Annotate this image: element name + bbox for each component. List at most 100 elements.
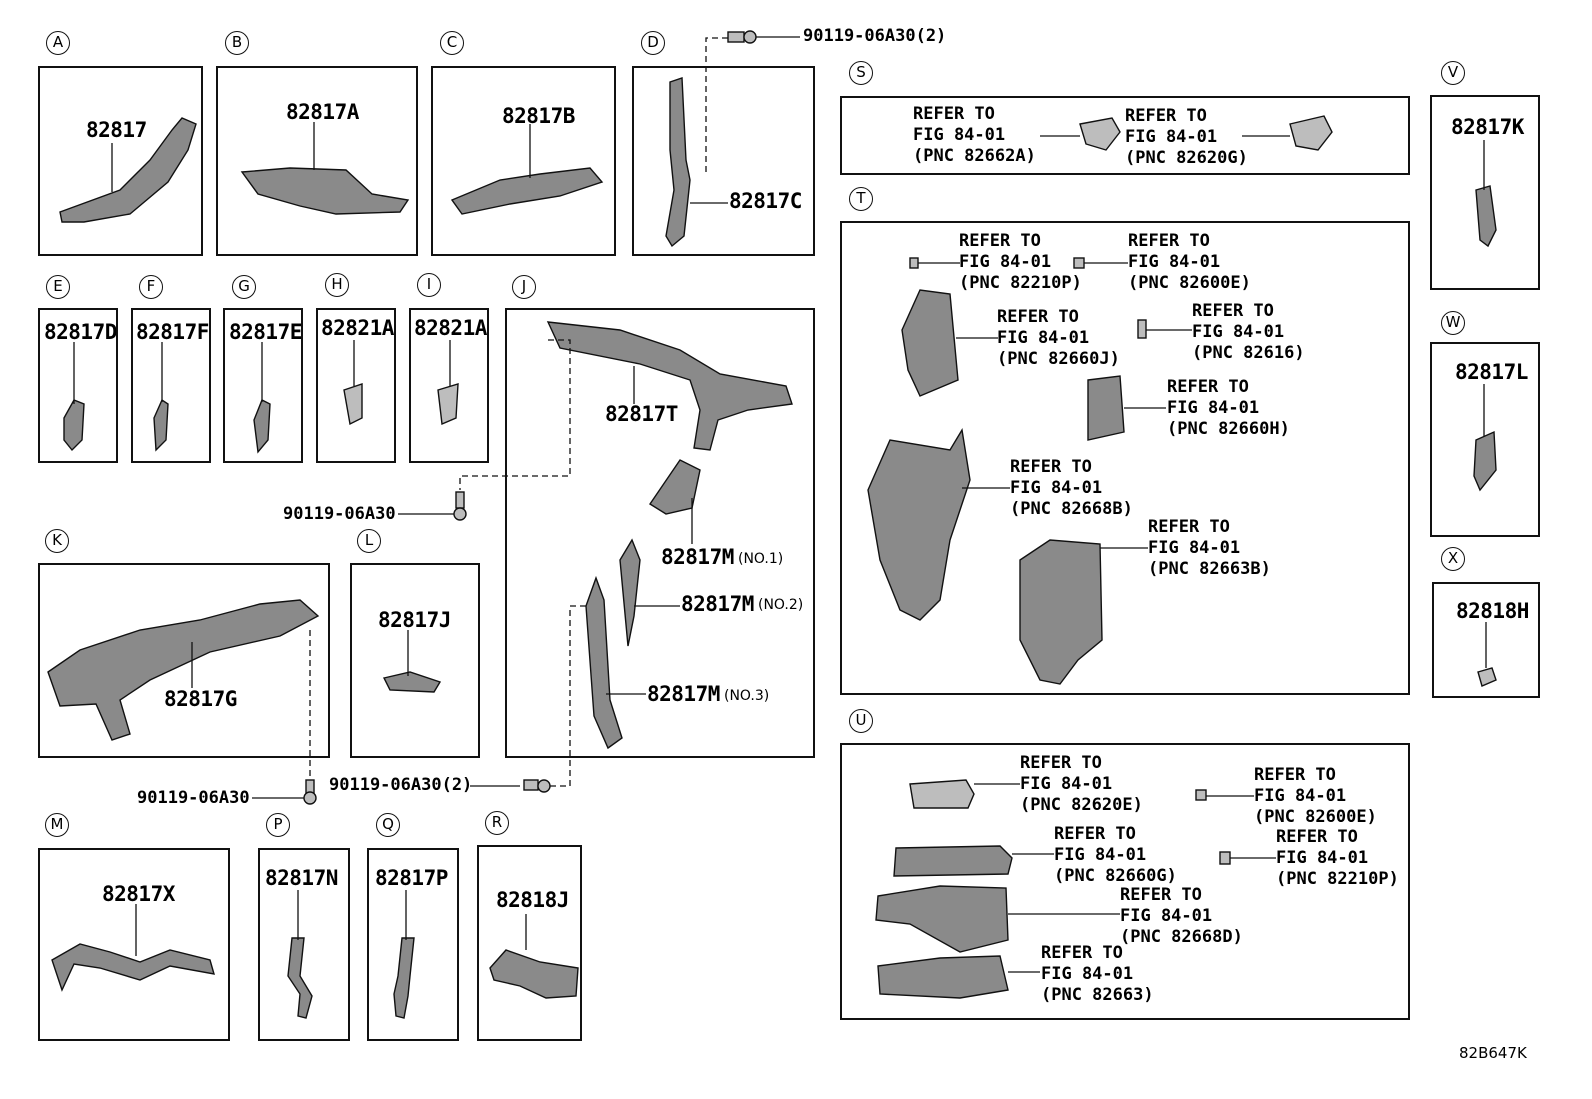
diagram-id: 82B647K xyxy=(1459,1044,1527,1062)
ref-t-82668B: REFER TO FIG 84-01 (PNC 82668B) xyxy=(1010,457,1133,519)
section-T-badge: T xyxy=(849,187,873,211)
section-B-frame xyxy=(216,66,418,256)
section-D-badge: D xyxy=(641,31,665,55)
section-S-badge: S xyxy=(849,61,873,85)
section-T-frame xyxy=(840,221,1410,695)
part-number-82817: 82817 xyxy=(86,118,147,142)
part-number-82817K: 82817K xyxy=(1451,115,1524,139)
ref-t-82210P: REFER TO FIG 84-01 (PNC 82210P) xyxy=(959,231,1082,293)
section-J-frame xyxy=(505,308,815,758)
bolt-icon-top xyxy=(727,30,800,44)
part-number-82817J: 82817J xyxy=(378,608,451,632)
part-number-82817M-2: 82817M xyxy=(681,592,754,616)
part-number-82817B: 82817B xyxy=(502,104,575,128)
section-L-badge: L xyxy=(357,529,381,553)
ref-t-82600E: REFER TO FIG 84-01 (PNC 82600E) xyxy=(1128,231,1251,293)
section-E-frame xyxy=(38,308,118,463)
section-L-frame xyxy=(350,563,480,758)
section-J-badge: J xyxy=(512,275,536,299)
section-U-badge: U xyxy=(849,709,873,733)
part-number-82818H: 82818H xyxy=(1456,599,1529,623)
section-A-badge: A xyxy=(46,31,70,55)
bolt-label-j: 90119-06A30 xyxy=(283,504,396,524)
note-no2: (NO.2) xyxy=(758,597,804,613)
section-G-badge: G xyxy=(232,275,256,299)
bolt-icon-k xyxy=(252,779,317,805)
note-no3: (NO.3) xyxy=(724,688,770,704)
part-82817A-shape xyxy=(240,122,410,215)
section-X-frame xyxy=(1432,582,1540,698)
section-D-frame xyxy=(632,66,815,256)
part-82817-shape xyxy=(59,117,197,223)
section-B-badge: B xyxy=(225,31,249,55)
part-number-82817M-3: 82817M xyxy=(647,682,720,706)
bolt-icon-j-lower xyxy=(470,779,551,793)
ref-t-82616: REFER TO FIG 84-01 (PNC 82616) xyxy=(1192,301,1305,363)
section-A-frame xyxy=(38,66,203,256)
section-Q-badge: Q xyxy=(376,813,400,837)
section-W-badge: W xyxy=(1441,311,1465,335)
part-number-82821A-i: 82821A xyxy=(414,316,487,340)
ref-t-82660J: REFER TO FIG 84-01 (PNC 82660J) xyxy=(997,307,1120,369)
section-C-frame xyxy=(431,66,616,256)
ref-s-82620G: REFER TO FIG 84-01 (PNC 82620G) xyxy=(1125,106,1248,168)
section-V-frame xyxy=(1430,95,1540,290)
section-P-badge: P xyxy=(266,813,290,837)
section-I-badge: I xyxy=(417,273,441,297)
section-V-badge: V xyxy=(1441,61,1465,85)
ref-t-82663B: REFER TO FIG 84-01 (PNC 82663B) xyxy=(1148,517,1271,579)
part-82817C-shape xyxy=(665,37,728,248)
section-M-badge: M xyxy=(45,813,69,837)
ref-u-82600E: REFER TO FIG 84-01 (PNC 82600E) xyxy=(1254,765,1377,827)
section-R-badge: R xyxy=(485,811,509,835)
note-no1: (NO.1) xyxy=(738,551,784,567)
part-number-82817C: 82817C xyxy=(729,189,802,213)
part-number-82817F: 82817F xyxy=(136,320,209,344)
part-number-82817X: 82817X xyxy=(102,882,175,906)
part-number-82818J: 82818J xyxy=(496,888,569,912)
section-U-frame xyxy=(840,743,1410,1020)
part-number-82817G: 82817G xyxy=(164,687,237,711)
bolt-label-top: 90119-06A30(2) xyxy=(803,26,947,46)
ref-u-82660G: REFER TO FIG 84-01 (PNC 82660G) xyxy=(1054,824,1177,886)
section-W-frame xyxy=(1430,342,1540,537)
part-number-82817P: 82817P xyxy=(375,866,448,890)
section-K-badge: K xyxy=(45,529,69,553)
section-G-frame xyxy=(223,308,303,463)
section-F-badge: F xyxy=(139,275,163,299)
section-H-badge: H xyxy=(325,273,349,297)
ref-s-82662A: REFER TO FIG 84-01 (PNC 82662A) xyxy=(913,104,1036,166)
part-number-82817L: 82817L xyxy=(1455,360,1528,384)
bolt-icon-j xyxy=(398,491,467,521)
section-C-badge: C xyxy=(440,31,464,55)
part-82817B-shape xyxy=(450,124,604,215)
part-number-82817M-1: 82817M xyxy=(661,545,734,569)
part-number-82817N: 82817N xyxy=(265,866,338,890)
ref-u-82668D: REFER TO FIG 84-01 (PNC 82668D) xyxy=(1120,885,1243,947)
section-X-badge: X xyxy=(1441,547,1465,571)
section-P-frame xyxy=(258,848,350,1041)
part-82817T-shape xyxy=(546,321,793,451)
ref-u-82210P: REFER TO FIG 84-01 (PNC 82210P) xyxy=(1276,827,1399,889)
section-S-frame xyxy=(840,96,1410,175)
part-number-82817E: 82817E xyxy=(229,320,302,344)
ref-u-82663: REFER TO FIG 84-01 (PNC 82663) xyxy=(1041,943,1154,1005)
part-number-82821A-h: 82821A xyxy=(321,316,394,340)
part-number-82817A: 82817A xyxy=(286,100,359,124)
bolt-label-j-lower: 90119-06A30(2) xyxy=(329,775,473,795)
section-H-frame xyxy=(316,308,396,463)
section-K-frame xyxy=(38,563,330,758)
section-Q-frame xyxy=(367,848,459,1041)
bolt-label-k: 90119-06A30 xyxy=(137,788,250,808)
section-M-frame xyxy=(38,848,230,1041)
ref-t-82660H: REFER TO FIG 84-01 (PNC 82660H) xyxy=(1167,377,1290,439)
section-R-frame xyxy=(477,845,582,1041)
part-82817G-shape xyxy=(47,599,320,741)
part-number-82817D: 82817D xyxy=(44,320,117,344)
section-I-frame xyxy=(409,308,489,463)
part-number-82817T: 82817T xyxy=(605,402,678,426)
ref-u-82620E: REFER TO FIG 84-01 (PNC 82620E) xyxy=(1020,753,1143,815)
section-E-badge: E xyxy=(46,275,70,299)
